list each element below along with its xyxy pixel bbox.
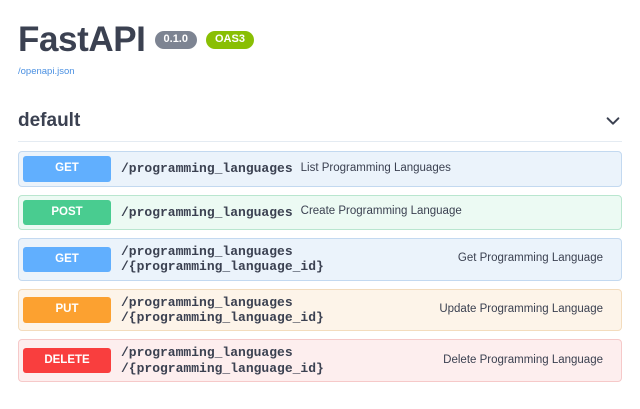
operation-path: /programming_languages/{programming_lang…	[111, 295, 324, 326]
operation-path-line1: /programming_languages	[121, 294, 293, 310]
operation-row[interactable]: GET /programming_languages/{programming_…	[18, 238, 622, 281]
oas-version-badge: OAS3	[205, 30, 254, 49]
operation-path-line1: /programming_languages	[121, 244, 293, 259]
http-method-badge: GET	[23, 156, 111, 182]
operation-path: /programming_languages	[121, 204, 293, 220]
tag-name-label: default	[18, 110, 81, 131]
http-method-badge: GET	[23, 246, 111, 273]
operation-path-line2: /{programming_language_id}	[121, 360, 324, 376]
operation-row[interactable]: PUT /programming_languages/{programming_…	[18, 288, 622, 332]
operation-path-line2: /{programming_language_id}	[121, 259, 324, 275]
operation-row[interactable]: DELETE /programming_languages/{programmi…	[18, 339, 622, 382]
operation-summary: Delete Programming Language	[443, 353, 603, 366]
tag-header-toggle[interactable]: default	[18, 110, 622, 142]
operation-path: /programming_languages	[121, 161, 293, 177]
operation-summary: Create Programming Language	[300, 205, 462, 218]
version-badge: 0.1.0	[154, 30, 197, 49]
page-title: FastAPI	[18, 20, 146, 59]
operation-row[interactable]: GET /programming_languages List Programm…	[18, 151, 622, 187]
api-title-row: FastAPI 0.1.0 OAS3	[18, 22, 622, 57]
tag-section-default: default GET /programming_languages List …	[18, 110, 622, 382]
operation-summary: Get Programming Language	[457, 252, 603, 265]
operation-summary: Update Programming Language	[439, 303, 603, 316]
operation-path: /programming_languages/{programming_lang…	[111, 244, 324, 275]
operation-path: /programming_languages/{programming_lang…	[111, 345, 324, 376]
operations-list: GET /programming_languages List Programm…	[18, 142, 622, 382]
operation-row[interactable]: POST /programming_languages Create Progr…	[18, 194, 622, 230]
chevron-down-icon[interactable]	[604, 112, 622, 130]
operation-summary: List Programming Languages	[300, 161, 451, 174]
http-method-badge: PUT	[23, 297, 111, 323]
openapi-spec-link[interactable]: /openapi.json	[18, 66, 75, 77]
http-method-badge: DELETE	[23, 347, 111, 374]
operation-path-line1: /programming_languages	[121, 345, 293, 361]
swagger-ui-page: FastAPI 0.1.0 OAS3 /openapi.json default…	[18, 0, 622, 382]
http-method-badge: POST	[23, 199, 111, 225]
operation-path-line2: /{programming_language_id}	[121, 309, 324, 325]
api-info-block: FastAPI 0.1.0 OAS3 /openapi.json	[18, 0, 622, 77]
